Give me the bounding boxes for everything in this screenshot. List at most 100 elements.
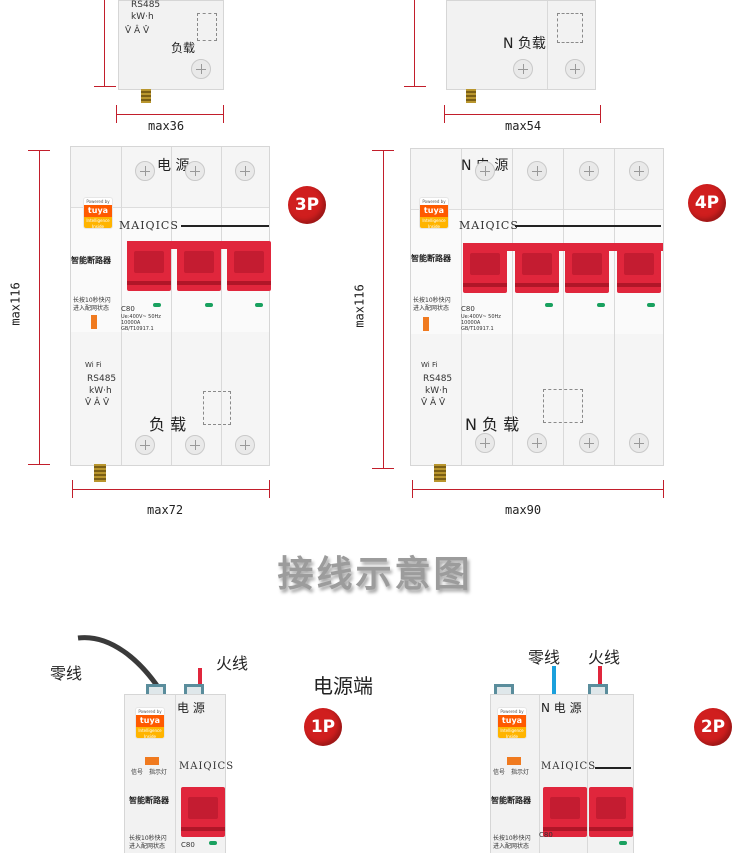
dimension-tick: [28, 150, 50, 151]
load-label: 负 载: [149, 415, 187, 434]
device-name: 智能断路器: [411, 254, 451, 263]
screw-icon: [513, 59, 533, 79]
vav-text: V̂ Â V̂: [421, 398, 446, 408]
width-dimension-line: [444, 114, 600, 115]
width-label: max90: [505, 503, 542, 517]
poles-badge: 2P: [694, 708, 732, 746]
height-label: max116: [352, 284, 367, 328]
pole-divider: [539, 695, 540, 853]
pole-divider: [512, 149, 513, 465]
meter-text: RS485: [423, 374, 453, 384]
terminal-icon: [434, 464, 446, 482]
pole-divider: [175, 695, 176, 853]
vav-text: V̂ Â V̂: [125, 26, 150, 36]
meter-text: RS485: [87, 374, 117, 384]
breaker-handle[interactable]: [617, 243, 661, 293]
pole-divider: [461, 149, 462, 465]
tuya-powered: Powered by: [86, 199, 110, 204]
vav-text: V̂ Â V̂: [85, 398, 110, 408]
spec-text: Ue:400V~ 50Hz 10000A GB/T10917.1: [121, 314, 161, 332]
tuya-powered: Powered by: [138, 709, 162, 714]
breaker-handle[interactable]: [515, 243, 559, 293]
tuya-wordmark: tuya: [420, 205, 448, 217]
neutral-wire-label: 零线: [50, 664, 83, 683]
reset-button[interactable]: [423, 317, 429, 331]
breaker-handle[interactable]: [177, 241, 221, 291]
wifi-label: Wi Fi: [421, 361, 438, 369]
reset-hint: 长按10秒快闪 进入配网状态: [129, 835, 167, 850]
signal-label: 信号: [131, 769, 144, 776]
status-indicator: [205, 303, 213, 307]
device-name: 智能断路器: [71, 256, 111, 265]
power-label: 电 源: [177, 701, 205, 715]
load-label: 负载: [171, 41, 196, 55]
breaker-1p-top: RS485 kW·h V̂ Â V̂ 负载: [118, 0, 224, 90]
live-wire-label: 火线: [588, 648, 621, 667]
tuya-logo: Powered by tuya Intelligence Inside: [497, 707, 527, 739]
brand-label: MAIQICS: [119, 219, 179, 232]
brand-label: MAIQICS: [459, 219, 519, 232]
pole-divider: [614, 149, 615, 465]
screw-icon: [235, 435, 255, 455]
width-dimension-line: [412, 489, 664, 490]
brand-underline: [515, 225, 661, 227]
dimension-tick: [444, 105, 445, 123]
breaker-handle[interactable]: [463, 243, 507, 293]
width-label: max54: [505, 119, 542, 133]
reset-button[interactable]: [91, 315, 97, 329]
neutral-wire-label: 零线: [528, 648, 561, 667]
energy-text: kW·h: [425, 386, 448, 396]
dimension-tick: [116, 105, 117, 123]
status-indicator: [545, 303, 553, 307]
height-dimension-line: [414, 0, 415, 86]
screw-icon: [629, 161, 649, 181]
power-label: 电 源: [157, 158, 190, 174]
width-label: max72: [147, 503, 184, 517]
tuya-powered: Powered by: [500, 709, 524, 714]
screw-icon: [475, 161, 495, 181]
screw-icon: [235, 161, 255, 181]
pole-divider: [547, 1, 548, 89]
wiring-diagram-icon: [557, 13, 583, 43]
reset-hint: 长按10秒快闪 进入配网状态: [73, 297, 111, 312]
section-title: 接线示意图: [277, 554, 473, 595]
live-wire: [198, 668, 202, 694]
live-wire-label: 火线: [216, 654, 249, 673]
screw-icon: [135, 435, 155, 455]
load-label: N 负 载: [465, 415, 520, 434]
breaker-handle[interactable]: [565, 243, 609, 293]
neutral-wire-cable: [77, 635, 163, 692]
screw-icon: [527, 433, 547, 453]
neutral-wire: [552, 666, 556, 694]
dimension-tick: [269, 480, 270, 498]
tuya-sub: Intelligence Inside: [84, 217, 112, 228]
dimension-tick: [223, 105, 224, 123]
dimension-tick: [372, 468, 394, 469]
brand-label: MAIQICS: [541, 761, 597, 772]
signal-led: [145, 757, 159, 765]
poles-badge: 1P: [304, 708, 342, 746]
breaker-handle[interactable]: [127, 241, 171, 291]
breaker-handle[interactable]: [589, 787, 633, 837]
screw-icon: [629, 433, 649, 453]
indicator-label: 指示灯: [149, 769, 168, 776]
pole-divider: [121, 147, 122, 465]
reset-hint: 长按10秒快闪 进入配网状态: [413, 297, 451, 312]
height-dimension-line: [104, 0, 105, 86]
model-label: C80: [461, 305, 475, 313]
breaker-handle[interactable]: [543, 787, 587, 837]
status-indicator: [647, 303, 655, 307]
height-dimension-line: [383, 150, 384, 468]
breaker-handle[interactable]: [227, 241, 271, 291]
dimension-tick: [600, 105, 601, 123]
screw-icon: [475, 433, 495, 453]
spec-text: Ue:400V~ 50Hz 10000A GB/T10917.1: [461, 314, 501, 332]
wiring-diagram-icon: [543, 389, 583, 423]
breaker-handle[interactable]: [181, 787, 225, 837]
width-label: max36: [148, 119, 185, 133]
status-indicator: [153, 303, 161, 307]
tuya-wordmark: tuya: [498, 715, 526, 727]
tuya-sub: Intelligence Inside: [136, 727, 164, 738]
breaker-4p: N 电 源 Powered by tuya Intelligence Insid…: [410, 148, 664, 466]
tuya-wordmark: tuya: [136, 715, 164, 727]
